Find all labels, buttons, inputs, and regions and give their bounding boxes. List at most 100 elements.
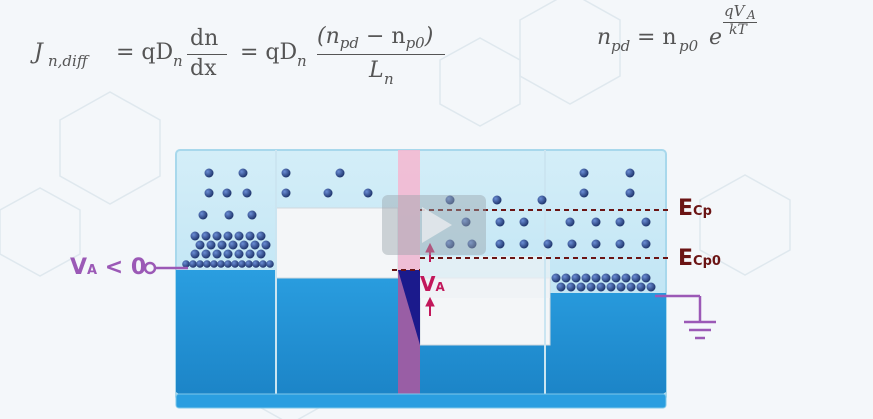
electron-dot	[195, 240, 205, 250]
electron-dot	[245, 249, 255, 259]
electron-dot	[615, 239, 625, 249]
electron-dot	[621, 273, 631, 283]
electron-dot	[445, 195, 455, 205]
va-terminal-circle	[143, 261, 157, 275]
eq2-exp-num-sub: A	[747, 8, 756, 22]
electron-dot	[626, 282, 636, 292]
electron-dot	[625, 188, 635, 198]
electron-dot	[245, 260, 253, 268]
electron-dot	[576, 282, 586, 292]
electron-dot	[247, 210, 257, 220]
eq-frac2-den-sub: n	[384, 70, 394, 88]
electron-dot	[537, 195, 547, 205]
electron-dot	[238, 260, 246, 268]
va-sub: A	[87, 263, 98, 278]
eq-j: J	[34, 40, 43, 65]
electron-dot	[495, 217, 505, 227]
electron-dot	[625, 168, 635, 178]
electron-dot	[222, 188, 232, 198]
va-less-than-zero-label: VA < 0	[70, 255, 146, 280]
ground-icon	[655, 294, 716, 340]
semiconductor-body	[176, 270, 666, 402]
electron-dot	[445, 239, 455, 249]
va-arrows	[425, 242, 435, 316]
electron-dot	[335, 168, 345, 178]
eq2-p0: p0	[679, 37, 699, 55]
electron-dot	[611, 273, 621, 283]
eq-frac2-den: L	[369, 58, 384, 83]
electron-dot	[261, 240, 271, 250]
electron-dot	[586, 282, 596, 292]
junction-pink-strip	[398, 150, 420, 270]
electron-dot	[579, 188, 589, 198]
electron-dot	[543, 239, 553, 249]
eq-frac1-bar	[187, 54, 227, 55]
electron-dot	[234, 231, 244, 241]
electron-dot	[204, 168, 214, 178]
electron-dot	[238, 168, 248, 178]
electron-dot	[250, 240, 260, 250]
eq-frac2-sub1: pd	[339, 34, 359, 52]
electron-dot	[239, 240, 249, 250]
electron-dot	[189, 260, 197, 268]
eq-frac2-open: (n	[317, 24, 340, 49]
electron-dot	[571, 273, 581, 283]
electron-dot	[631, 273, 641, 283]
eq2-e: e	[709, 25, 723, 50]
eq-frac2-close: )	[424, 24, 434, 49]
electron-dot	[196, 260, 204, 268]
electron-dot	[259, 260, 267, 268]
electron-dot	[636, 282, 646, 292]
electron-dot	[210, 260, 218, 268]
eq-frac1-den: dx	[190, 56, 217, 81]
eq-frac1-num: dn	[190, 26, 219, 51]
eq-frac2-mid: − n	[358, 24, 406, 49]
electron-dot	[461, 217, 471, 227]
electron-dot	[596, 282, 606, 292]
electron-dot	[201, 249, 211, 259]
electron-dot	[281, 168, 291, 178]
electron-dot	[223, 249, 233, 259]
electron-dot	[224, 260, 232, 268]
electron-dot	[591, 273, 601, 283]
electron-dot	[616, 282, 626, 292]
electron-dot	[242, 188, 252, 198]
electron-dot	[363, 188, 373, 198]
ecp-sub: Cp	[693, 204, 712, 219]
eq2-exp-bar	[723, 22, 757, 23]
electron-dot	[579, 168, 589, 178]
eq-q-d-1: = qD	[116, 40, 174, 65]
play-icon[interactable]	[382, 195, 486, 255]
electron-dot	[641, 217, 651, 227]
electron-dot	[591, 239, 601, 249]
electron-dot	[182, 260, 190, 268]
va-gap-main: V	[420, 272, 436, 296]
ecp-label: ECp	[678, 196, 712, 221]
electron-dot	[252, 260, 260, 268]
electron-dot	[256, 249, 266, 259]
electron-dot	[519, 239, 529, 249]
electron-dot	[581, 273, 591, 283]
eq-q-d-2: = qD	[240, 40, 298, 65]
electron-dot	[217, 260, 225, 268]
electron-dot	[646, 282, 656, 292]
electron-dot	[224, 210, 234, 220]
electron-dot	[204, 188, 214, 198]
electron-dot	[281, 188, 291, 198]
eq2-exp-den: kT	[729, 22, 747, 38]
va-gap-label: VA	[420, 272, 445, 296]
electron-dot	[234, 249, 244, 259]
electron-dot	[565, 217, 575, 227]
electron-dots	[182, 168, 656, 292]
right-upper-block	[420, 256, 550, 298]
electron-dot	[212, 249, 222, 259]
eq-frac2-bar	[317, 54, 445, 55]
ecp0-label: ECp0	[678, 246, 721, 271]
eq-frac2-num: (npd − np0)	[317, 24, 433, 52]
va-gap-sub: A	[435, 280, 445, 294]
electron-dot	[323, 188, 333, 198]
diffusion-current-equation: J n,diff = qD n dn dx = qD n (npd − np0)…	[34, 24, 454, 88]
electron-dot	[591, 217, 601, 227]
